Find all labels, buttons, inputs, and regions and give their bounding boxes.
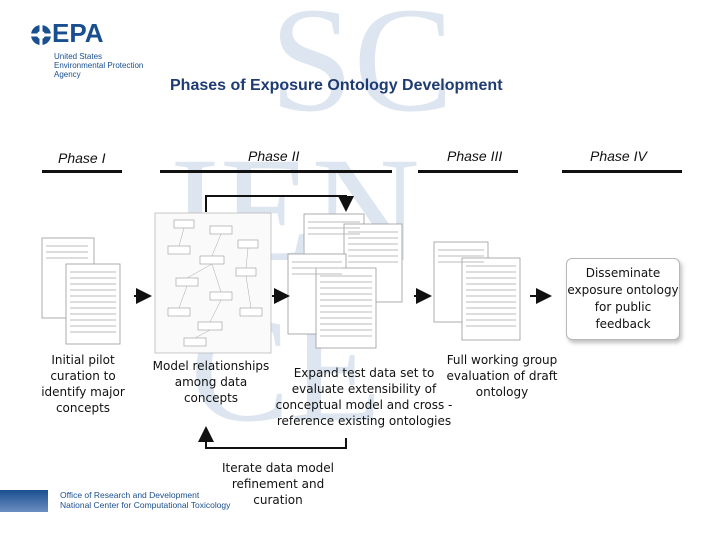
disseminate-box: Disseminate exposure ontology for public…: [566, 258, 680, 340]
top-loop-arrow: [206, 196, 346, 212]
expand-test-data-text: Expand test data set to evaluate extensi…: [274, 365, 454, 429]
initial-curation-text: Initial pilot curation to identify major…: [30, 352, 136, 416]
disseminate-text: Disseminate exposure ontology for public…: [567, 265, 679, 333]
bottom-loop-arrow: [206, 430, 346, 448]
footer-line-2: National Center for Computational Toxico…: [60, 500, 230, 510]
full-working-group-text: Full working group evaluation of draft o…: [444, 352, 560, 400]
footer: Office of Research and Development Natio…: [60, 490, 230, 510]
model-relationships-text: Model relationships among data concepts: [146, 358, 276, 406]
footer-accent-bar: [0, 490, 48, 512]
footer-line-1: Office of Research and Development: [60, 490, 230, 500]
